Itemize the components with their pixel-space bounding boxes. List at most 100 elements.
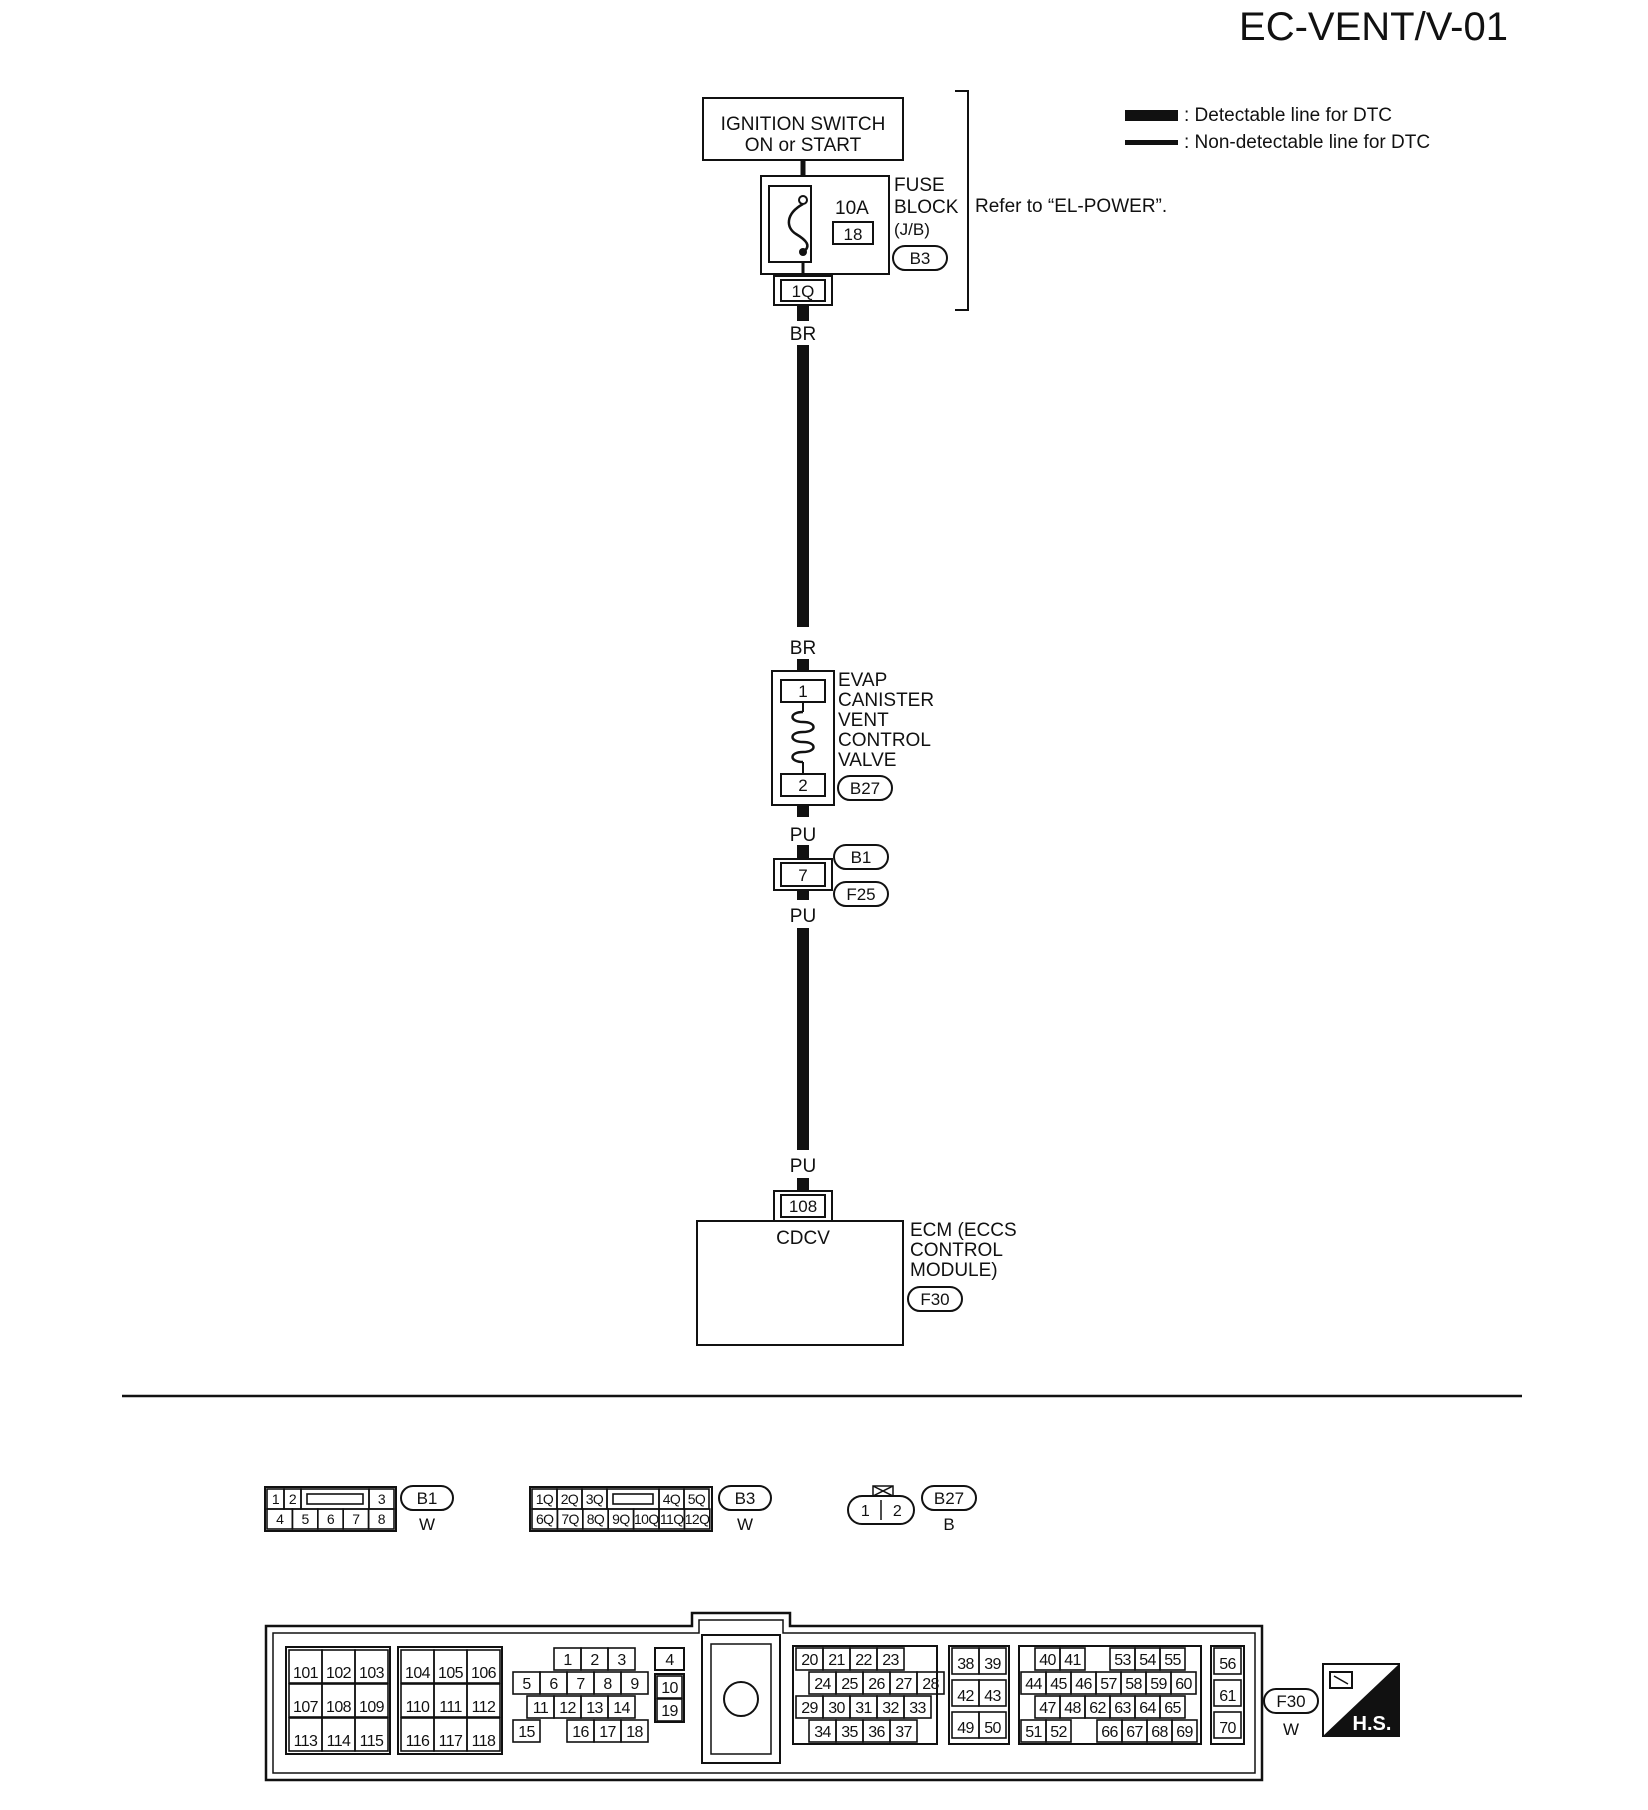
fuse-block-label1: FUSE [894,175,945,196]
pin-label: 1 [272,1491,280,1507]
ecm-signal: CDCV [776,1228,830,1249]
hs-badge-text: H.S. [1353,1713,1392,1735]
pin-label: 11Q [660,1511,684,1527]
pin-label: 110 [406,1699,430,1716]
connector-f30-id: F30 [1276,1692,1305,1711]
pin-label: 12Q [685,1511,710,1527]
pin-label: 6 [549,1676,558,1693]
pin-label: 46 [1075,1676,1092,1693]
pin-label: 54 [1139,1652,1156,1669]
pin-label: 65 [1164,1700,1181,1717]
pin-label: 113 [294,1733,318,1750]
fuse-terminal-top [798,195,808,205]
pin-label: 42 [957,1688,974,1705]
pin-label: 1Q [536,1491,554,1507]
pin-cell [354,1683,389,1718]
pin-label: 106 [471,1665,497,1682]
ecm-box [696,1220,904,1346]
pin-label: 32 [882,1700,899,1717]
pin-label: 53 [1114,1652,1131,1669]
pin-label: 40 [1039,1652,1056,1669]
pin-cell [607,1647,636,1671]
pin-label: 37 [895,1724,912,1741]
pin-label: 22 [855,1652,872,1669]
ecm-label-1: ECM (ECCS [910,1220,1017,1241]
legend-detectable: : Detectable line for DTC [1184,105,1392,126]
ignition-line2: ON or START [745,135,862,156]
pin-label: 115 [360,1733,384,1750]
valve-label-5: VALVE [838,750,896,771]
joint-connector-tag-a [833,844,889,870]
pin-cell [1159,1647,1186,1671]
pin-label: 117 [439,1733,463,1750]
pin-cell [1213,1711,1242,1739]
pin-label: 4Q [663,1491,681,1507]
pin-label: 48 [1064,1700,1081,1717]
pin-label: 41 [1064,1652,1081,1669]
pin-cell [354,1649,389,1684]
pin-label: 57 [1100,1676,1117,1693]
valve-label-1: EVAP [838,670,887,691]
wire-color-br-bottom: BR [790,638,816,659]
pin-label: 63 [1114,1700,1131,1717]
pin-label: 26 [868,1676,885,1693]
pin-label: 11 [533,1700,549,1717]
wire-color-pu-3: PU [790,1156,816,1177]
pin-label: 31 [855,1700,872,1717]
pin-label: 9Q [612,1511,630,1527]
pin-label: 9 [630,1676,639,1693]
pin-cell [1213,1679,1242,1707]
pin-label: 67 [1126,1724,1143,1741]
fuse-terminal-bottom [799,248,807,256]
pin-label: 2 [289,1491,297,1507]
pin-cell [656,1698,683,1722]
pin-label: 111 [439,1699,462,1716]
connector-b27-tag [921,1485,977,1511]
pin-label: 2 [590,1652,599,1669]
key-slot [612,1493,654,1505]
evap-vent-control-valve: 1 2 [771,670,835,806]
pin-label: 20 [801,1652,818,1669]
fuse-icon [787,202,809,254]
fuse-block-connector-tag [892,245,948,271]
joint-pin: 7 [798,866,807,885]
pin-label: 7Q [561,1511,579,1527]
pin-label: 47 [1039,1700,1056,1717]
pin-cell [916,1671,945,1695]
pin-label: 2Q [561,1491,579,1507]
fuse-block: 10A 18 [760,175,890,275]
connector-b3-tag [718,1485,772,1511]
connector-icon [1329,1671,1353,1689]
valve-connector-id: B27 [850,779,880,798]
fuse-number: 18 [844,225,863,244]
pin-label: 108 [326,1699,352,1716]
pin-label: 103 [359,1665,385,1682]
pin-label: 27 [895,1676,912,1693]
pin-label: 52 [1050,1724,1067,1741]
connector-b3-color: W [737,1515,753,1534]
pin-label: 70 [1219,1720,1236,1737]
refer-text: Refer to “EL-POWER”. [975,196,1167,217]
non-detectable-line-swatch [1125,140,1178,145]
pin-label: 4 [665,1652,674,1669]
pin-label: 25 [841,1676,858,1693]
pin-label: 114 [327,1733,351,1750]
ecm-terminal-label: 108 [789,1197,817,1216]
pin-label: 50 [984,1720,1001,1737]
pin-label: 49 [957,1720,974,1737]
pin-label: 34 [814,1724,831,1741]
connector-b1-id: B1 [417,1489,438,1508]
pin-cell [1170,1671,1197,1695]
pin-label: 7 [352,1511,360,1527]
pin-cell [367,1508,395,1530]
detectable-line-swatch [1125,110,1178,121]
joint-connector-a: B1 [851,848,872,867]
pin-label: 24 [814,1676,831,1693]
pin-label: 3 [378,1491,386,1507]
pin-label: 16 [572,1724,589,1741]
hs-badge: H.S. [1322,1663,1400,1737]
pin-label: 102 [326,1665,352,1682]
